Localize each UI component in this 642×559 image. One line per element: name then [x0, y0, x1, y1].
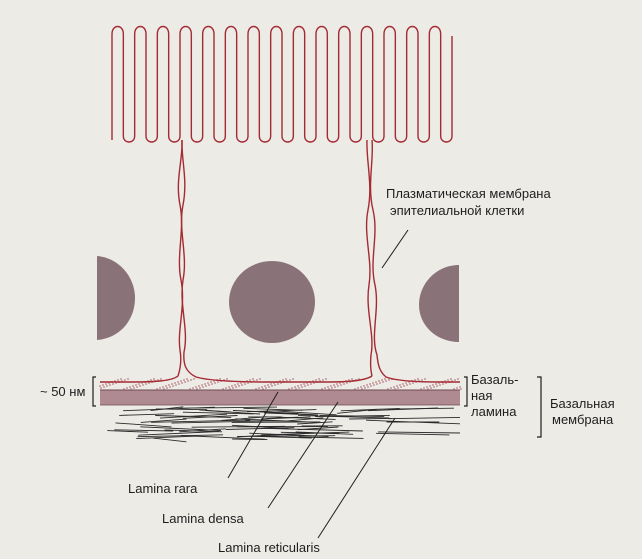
label-lamina-reticularis: Lamina reticularis	[218, 540, 320, 555]
nucleus-center	[229, 261, 315, 343]
lateral-membrane-left-2	[182, 140, 372, 382]
bracket-basement-membrane	[537, 377, 541, 437]
label-lamina-densa: Lamina densa	[162, 511, 244, 526]
label-thickness: ~ 50 нм	[40, 384, 85, 399]
lateral-membrane-right-2	[371, 140, 460, 382]
lamina-reticularis-fibers	[107, 407, 460, 442]
label-plasma-membrane-line1: Плазматическая мембрана	[386, 186, 551, 201]
nucleus-right	[419, 265, 459, 342]
label-basal-lamina-line3: ламина	[471, 404, 516, 419]
lamina-rara-band	[100, 378, 461, 390]
label-lamina-rara: Lamina rara	[128, 481, 197, 496]
label-basement-membrane-line2: мембрана	[552, 412, 613, 427]
bracket-basal-lamina	[464, 377, 467, 406]
label-plasma-membrane-line2: эпителиальной клетки	[390, 203, 524, 218]
bracket-thickness	[93, 377, 96, 406]
lamina-densa-band	[100, 390, 460, 405]
label-basement-membrane-line1: Базальная	[550, 396, 615, 411]
leader-plasma-membrane	[382, 230, 408, 268]
label-basal-lamina-line1: Базаль-	[471, 372, 519, 387]
microvilli-membrane	[112, 27, 452, 143]
label-basal-lamina-line2: ная	[471, 388, 492, 403]
nucleus-left	[97, 256, 135, 340]
nuclei	[97, 256, 459, 343]
